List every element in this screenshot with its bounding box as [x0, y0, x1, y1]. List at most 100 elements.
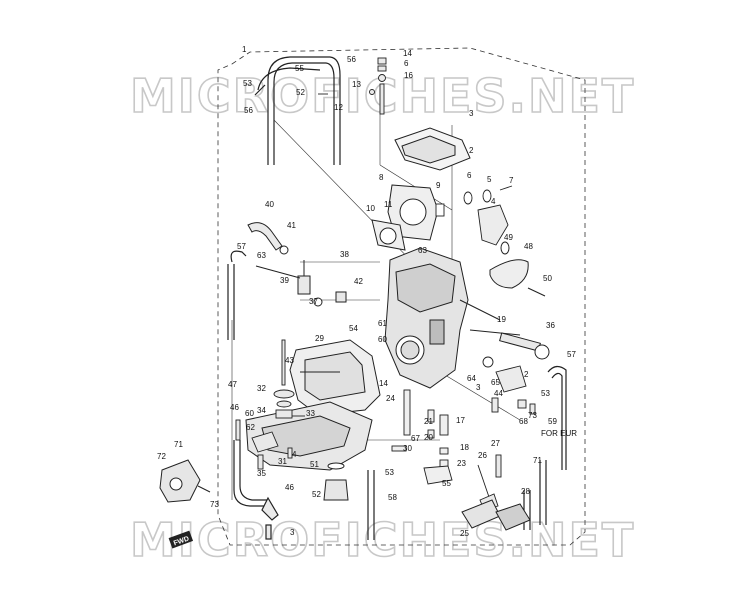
part-callout: 17	[456, 416, 465, 425]
part-callout: 7	[509, 176, 514, 185]
part-callout: 59	[548, 417, 557, 426]
part-callout: 64	[467, 374, 476, 383]
part-callout: 60	[245, 409, 254, 418]
carburetor-body	[384, 247, 521, 389]
top-cover	[394, 127, 471, 171]
part-callout: 30	[403, 444, 412, 453]
pilot-screw-set	[318, 57, 387, 115]
part-callout: 6	[467, 171, 472, 180]
part-callout: 2	[469, 146, 474, 155]
part-callout: 27	[491, 439, 500, 448]
lower-left-hose	[233, 440, 279, 540]
part-callout: 14	[379, 379, 388, 388]
part-callout: 23	[457, 459, 466, 468]
part-callout: 13	[352, 80, 361, 89]
part-callout: 40	[265, 200, 274, 209]
part-callout: 63	[418, 246, 427, 255]
part-callout: 36	[546, 321, 555, 330]
left-hose	[227, 250, 247, 340]
part-callout: 21	[424, 417, 433, 426]
throttle-adjuster	[482, 356, 536, 415]
part-callout: 46	[285, 483, 294, 492]
part-callout: 24	[386, 394, 395, 403]
part-callout: 8	[379, 173, 384, 182]
part-callout: 61	[378, 319, 387, 328]
part-callout: 34	[257, 406, 266, 415]
part-callout: 41	[287, 221, 296, 230]
part-callout: 57	[237, 242, 246, 251]
part-callout: 71	[174, 440, 183, 449]
part-callout: 32	[257, 384, 266, 393]
part-callout: 4	[491, 197, 496, 206]
needle-and-jets	[273, 339, 305, 419]
part-callout: 68	[519, 417, 528, 426]
part-callout: 37	[309, 297, 318, 306]
part-callout: 73	[210, 500, 219, 509]
part-callout: 62	[246, 423, 255, 432]
part-callout: 20	[424, 433, 433, 442]
part-callout: 54	[349, 324, 358, 333]
part-callout: 35	[257, 469, 266, 478]
part-callout: 50	[543, 274, 552, 283]
part-callout: 67	[411, 434, 420, 443]
part-callout: 60	[378, 335, 387, 344]
part-callout: 2	[524, 370, 529, 379]
throttle-shaft	[499, 332, 550, 360]
intake-joint	[371, 184, 439, 251]
part-callout: 5	[487, 175, 492, 184]
part-callout: 31	[278, 457, 287, 466]
part-callout: 11	[384, 200, 393, 209]
part-callout: 48	[524, 242, 533, 251]
part-callout: 38	[340, 250, 349, 259]
drain-hose	[367, 470, 375, 540]
part-callout: 25	[460, 529, 469, 538]
watermark-bottom: MICROFICHES.NET	[130, 513, 635, 567]
part-callout: 6	[404, 59, 409, 68]
part-callout: 55	[295, 64, 304, 73]
part-callout: 3	[290, 528, 295, 537]
plate-and-screws	[235, 419, 293, 470]
part-callout: 46	[230, 403, 239, 412]
part-callout: 29	[315, 334, 324, 343]
part-callout: 58	[388, 493, 397, 502]
part-callout: 3	[469, 109, 474, 118]
part-callout: 71	[533, 456, 542, 465]
part-callout: 1	[242, 45, 247, 54]
part-callout: 56	[347, 55, 356, 64]
part-callout: 49	[504, 233, 513, 242]
hot-starter	[255, 260, 347, 307]
part-callout: 10	[366, 204, 375, 213]
part-callout: 12	[334, 103, 343, 112]
part-callout: 26	[478, 451, 487, 460]
part-callout: 4	[292, 450, 297, 459]
washers	[435, 185, 513, 246]
vent-hoses	[254, 56, 341, 165]
part-callout: 51	[310, 460, 319, 469]
throttle-position-sensor	[159, 459, 211, 503]
float-chamber	[289, 339, 381, 416]
throttle-screw	[461, 499, 531, 531]
part-callout: 14	[403, 49, 412, 58]
part-callout: 63	[257, 251, 266, 260]
part-callout: 53	[541, 389, 550, 398]
part-callout: FOR EUR	[541, 429, 577, 438]
part-callout: 47	[228, 380, 237, 389]
part-callout: 39	[280, 276, 289, 285]
part-callout: 28	[521, 487, 530, 496]
starter-plunger	[247, 222, 289, 255]
part-callout: 43	[285, 356, 294, 365]
right-hoses	[523, 365, 567, 530]
part-callout: 16	[404, 71, 413, 80]
part-callout: 33	[306, 409, 315, 418]
part-callout: 73	[528, 411, 537, 420]
accelerator-pump	[489, 241, 546, 297]
part-callout: 52	[312, 490, 321, 499]
float-bowl	[245, 401, 373, 471]
part-callout: 53	[385, 468, 394, 477]
part-callout: 52	[296, 88, 305, 97]
part-callout: 44	[494, 389, 503, 398]
part-callout: 65	[491, 378, 500, 387]
jet-stack	[391, 389, 453, 485]
part-callout: 53	[243, 79, 252, 88]
